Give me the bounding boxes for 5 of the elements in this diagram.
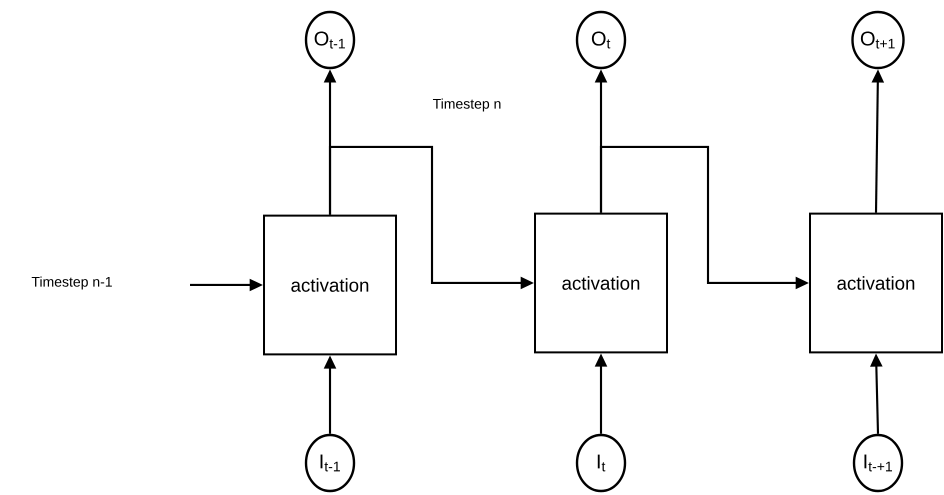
activation-box: activation xyxy=(809,212,943,354)
activation-box: activation xyxy=(263,214,397,356)
timestep-label: Timestep n xyxy=(432,98,500,112)
timestep-label: Timestep n-1 xyxy=(32,276,112,290)
activation-box: activation xyxy=(534,212,668,354)
